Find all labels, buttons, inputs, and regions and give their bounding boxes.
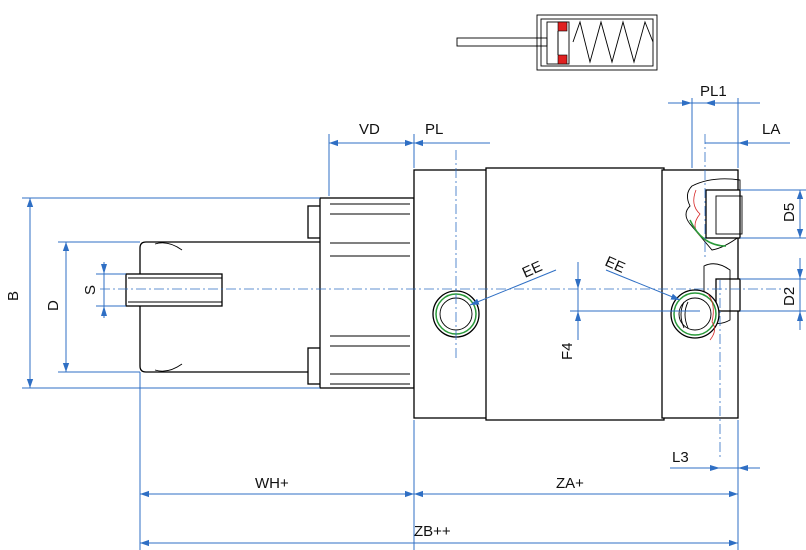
center-lines: [100, 134, 790, 460]
dimension-labels: VD PL PL1 LA B D S D5 D2 EE EE F4 L3 WH+…: [5, 83, 798, 540]
label-ee-right: EE: [602, 253, 627, 277]
label-za: ZA+: [556, 475, 584, 492]
spring-icon: [572, 20, 654, 64]
label-pl: PL: [425, 121, 443, 138]
label-d2: D2: [781, 287, 798, 306]
label-b: B: [5, 291, 22, 301]
cylinder-body: [125, 167, 743, 421]
label-la: LA: [762, 121, 780, 138]
label-d5: D5: [781, 203, 798, 222]
label-pl1: PL1: [700, 83, 727, 100]
label-zb: ZB++: [414, 523, 451, 540]
label-vd: VD: [359, 121, 380, 138]
label-s: S: [82, 285, 99, 295]
label-f4: F4: [559, 342, 576, 360]
label-ee-left: EE: [520, 258, 545, 282]
label-wh: WH+: [255, 475, 289, 492]
single-acting-cylinder-symbol: [456, 14, 658, 71]
port-right: [670, 289, 720, 341]
dimension-lines: [22, 98, 806, 550]
label-d: D: [45, 300, 62, 311]
label-l3: L3: [672, 449, 689, 466]
